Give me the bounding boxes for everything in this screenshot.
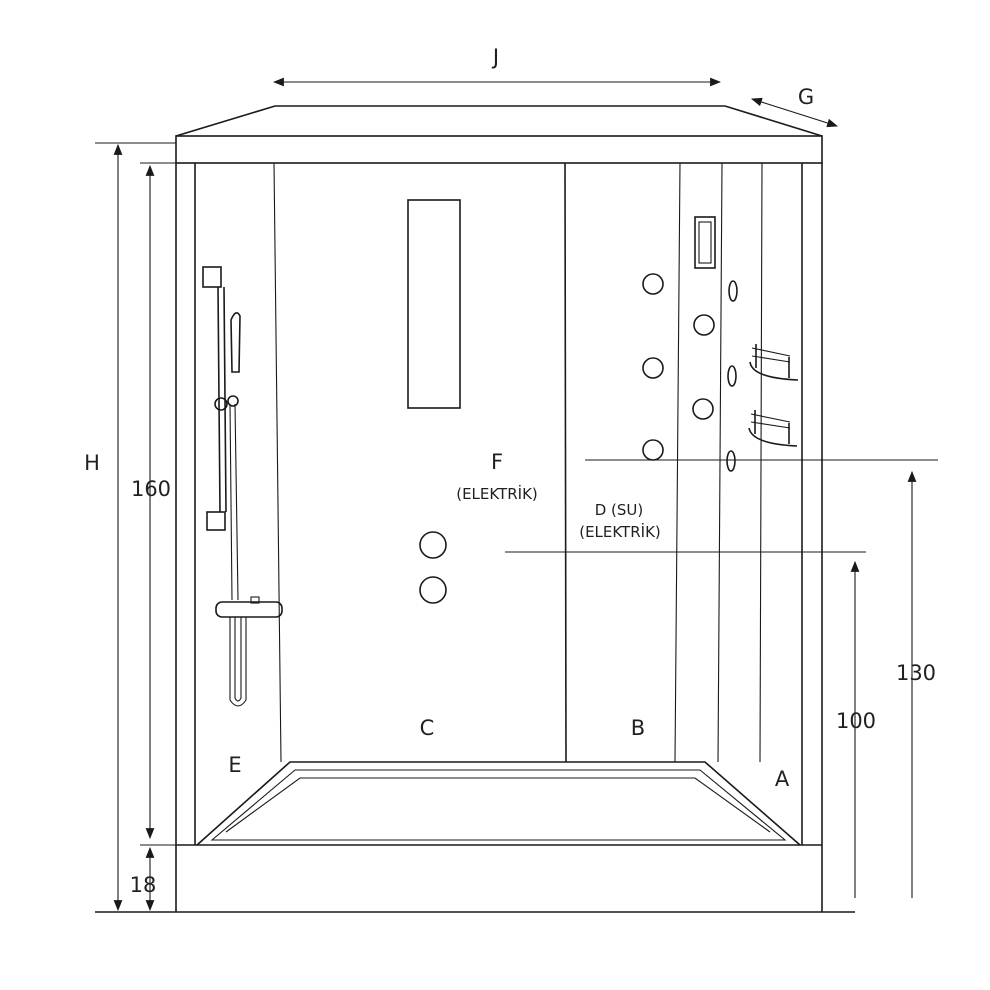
shower-rail-icon	[202, 266, 283, 707]
connection-d-sub: (ELEKTRİK)	[579, 522, 661, 541]
connection-f-sub: (ELEKTRİK)	[456, 484, 538, 503]
glass-window	[407, 199, 461, 409]
shower-tray	[196, 761, 801, 846]
corner-shelf-icon	[749, 344, 799, 381]
body-jets	[642, 273, 738, 472]
outlet-low-label: 100	[836, 709, 876, 733]
depth-arrow	[750, 97, 839, 128]
panel-c-label: C	[420, 716, 435, 740]
width-label: J	[491, 45, 499, 69]
connection-f-label: F	[491, 450, 503, 474]
panel-e-label: E	[228, 753, 241, 777]
panel-a-label: A	[775, 767, 790, 791]
jet-icon	[419, 531, 447, 559]
jet-icon	[419, 576, 447, 604]
depth-label: G	[798, 85, 814, 109]
base-height-label: 18	[130, 873, 157, 897]
control-panel-icon	[694, 216, 716, 269]
cabin-frame	[95, 163, 855, 913]
connection-d-label: D (SU)	[595, 501, 644, 519]
panel-dividers	[273, 162, 763, 763]
height-label: H	[84, 451, 100, 475]
corner-shelf-icon	[748, 410, 798, 447]
cabin-roof	[175, 105, 823, 164]
outlet-high-label: 130	[896, 661, 936, 685]
panel-b-label: B	[631, 716, 645, 740]
inner-height-label: 160	[131, 477, 171, 501]
